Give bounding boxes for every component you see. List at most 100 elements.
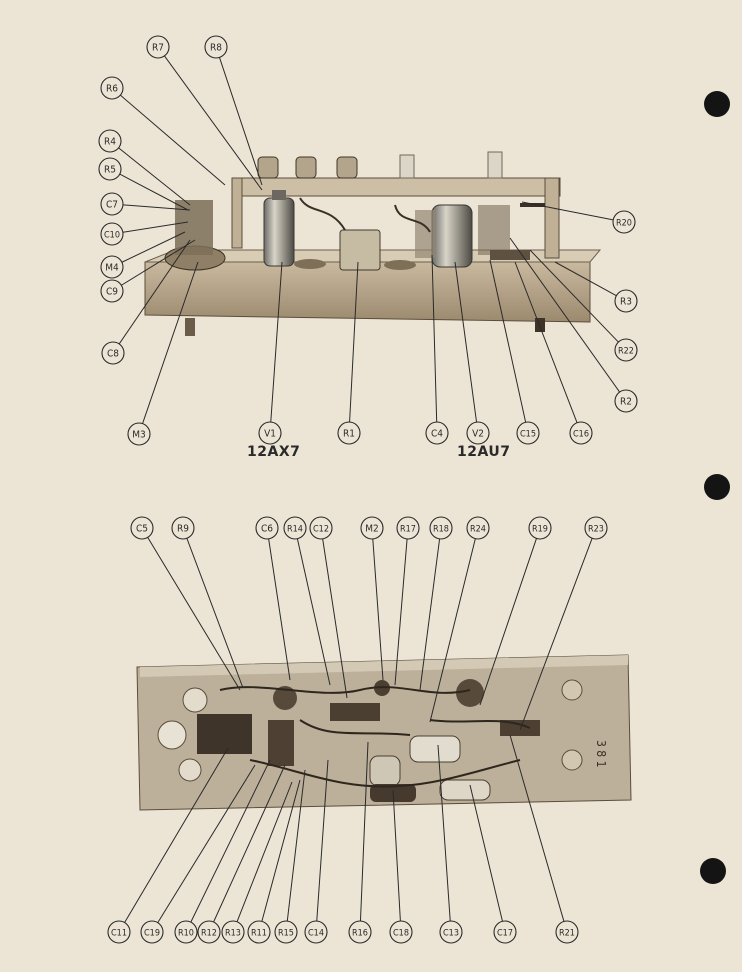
top-leader-r20 bbox=[521, 201, 614, 221]
bottom-callout-label-r18: R18 bbox=[433, 525, 449, 535]
bottom-callout-circle-r13 bbox=[221, 920, 245, 944]
top-callout-label-v2: V2 bbox=[472, 429, 484, 440]
top-callout-circle-v2 bbox=[466, 421, 490, 445]
top-leader-c15 bbox=[489, 259, 527, 423]
top-leader-r8 bbox=[219, 57, 263, 186]
top-leader-r1 bbox=[349, 261, 359, 423]
bottom-callout-label-r16: R16 bbox=[352, 929, 368, 939]
top-callout-label-m4: M4 bbox=[105, 263, 119, 274]
bottom-callout-circle-r18 bbox=[429, 516, 453, 540]
bottom-callout-label-c14: C14 bbox=[308, 929, 324, 939]
top-callout-circle-c10 bbox=[100, 222, 124, 246]
top-leader-r4 bbox=[118, 147, 191, 206]
top-callout-label-c9: C9 bbox=[106, 287, 118, 298]
top-callout-circle-v1 bbox=[258, 421, 282, 445]
bottom-leader-r17 bbox=[394, 538, 408, 686]
bottom-callout-label-m2: M2 bbox=[365, 524, 379, 535]
bottom-callout-label-r9: R9 bbox=[177, 524, 189, 535]
bottom-leader-c5 bbox=[147, 537, 241, 691]
punch-hole-top bbox=[704, 91, 730, 117]
top-leader-v1 bbox=[270, 261, 283, 423]
top-callout-circle-r2 bbox=[614, 389, 638, 413]
bottom-callout-label-r10: R10 bbox=[178, 929, 194, 939]
bottom-leader-r14 bbox=[296, 538, 331, 686]
top-leader-r3 bbox=[554, 261, 617, 297]
bottom-callout-circle-c13 bbox=[439, 920, 463, 944]
bottom-callout-circle-c17 bbox=[493, 920, 517, 944]
bottom-leader-c12 bbox=[322, 538, 348, 699]
bottom-leader-m2 bbox=[372, 538, 384, 681]
top-callout-label-r8: R8 bbox=[210, 43, 222, 54]
top-callout-circle-c9 bbox=[100, 279, 124, 303]
bottom-callout-label-r12: R12 bbox=[201, 929, 217, 939]
top-callout-circle-r20 bbox=[612, 210, 636, 234]
top-callout-label-r5: R5 bbox=[104, 165, 116, 176]
top-leader-r5 bbox=[119, 173, 189, 211]
bottom-callout-circle-c11 bbox=[107, 920, 131, 944]
bottom-leader-r11 bbox=[261, 779, 301, 922]
bottom-leader-r23 bbox=[519, 538, 593, 731]
bottom-callout-circle-c18 bbox=[389, 920, 413, 944]
top-leader-c10 bbox=[122, 221, 189, 233]
bottom-callout-label-c6: C6 bbox=[261, 524, 273, 535]
top-callout-label-c10: C10 bbox=[104, 231, 120, 241]
bottom-leader-r24 bbox=[429, 538, 476, 723]
bottom-callout-circle-r17 bbox=[396, 516, 420, 540]
bottom-callout-circle-c6 bbox=[255, 516, 279, 540]
punch-hole-bottom bbox=[700, 858, 726, 884]
top-leader-r22 bbox=[529, 249, 619, 343]
top-callout-label-v1: V1 bbox=[264, 429, 276, 440]
top-callout-circle-c7 bbox=[100, 192, 124, 216]
top-leader-m3 bbox=[142, 261, 199, 424]
bottom-leader-r12 bbox=[213, 764, 286, 923]
top-leader-r7 bbox=[164, 55, 263, 191]
top-callout-circle-m3 bbox=[127, 422, 151, 446]
top-callout-circle-r22 bbox=[614, 338, 638, 362]
bottom-leader-r16 bbox=[359, 741, 369, 922]
top-callout-label-r1: R1 bbox=[343, 429, 355, 440]
bottom-leader-r18 bbox=[419, 538, 441, 691]
top-leader-c16 bbox=[514, 261, 578, 423]
bottom-callout-label-r24: R24 bbox=[470, 525, 486, 535]
top-callout-circle-r6 bbox=[100, 76, 124, 100]
top-callout-circle-c8 bbox=[101, 341, 125, 365]
top-callout-circle-r7 bbox=[146, 35, 170, 59]
top-leader-c9 bbox=[121, 239, 196, 286]
bottom-leader-r21 bbox=[509, 734, 565, 922]
punch-hole-middle bbox=[704, 474, 730, 500]
bottom-callout-circle-c14 bbox=[304, 920, 328, 944]
bottom-callout-circle-r24 bbox=[466, 516, 490, 540]
bottom-leader-r9 bbox=[186, 538, 244, 689]
top-callout-circle-c4 bbox=[425, 421, 449, 445]
bottom-callout-label-c12: C12 bbox=[313, 525, 329, 535]
top-leader-v2 bbox=[454, 261, 478, 423]
bottom-callout-circle-r15 bbox=[274, 920, 298, 944]
top-callout-circle-c16 bbox=[569, 421, 593, 445]
top-callout-label-r2: R2 bbox=[620, 397, 632, 408]
bottom-callout-circle-r16 bbox=[348, 920, 372, 944]
bottom-callout-label-c19: C19 bbox=[144, 929, 160, 939]
bottom-callout-circle-r14 bbox=[283, 516, 307, 540]
bottom-leader-r15 bbox=[286, 769, 306, 922]
bottom-callout-circle-r19 bbox=[528, 516, 552, 540]
bottom-callout-circle-r21 bbox=[555, 920, 579, 944]
top-callout-label-r3: R3 bbox=[620, 297, 632, 308]
bottom-leader-c6 bbox=[268, 538, 291, 681]
bottom-callout-label-c13: C13 bbox=[443, 929, 459, 939]
top-callout-circle-r4 bbox=[98, 129, 122, 153]
chassis-marking: 3 8 1 bbox=[594, 740, 608, 767]
bottom-callout-label-r23: R23 bbox=[588, 525, 604, 535]
bottom-leader-c18 bbox=[392, 789, 401, 922]
bottom-callout-label-c11: C11 bbox=[111, 929, 127, 939]
top-callout-label-r20: R20 bbox=[616, 219, 632, 229]
top-callout-circle-r1 bbox=[337, 421, 361, 445]
bottom-callout-label-c5: C5 bbox=[136, 524, 148, 535]
bottom-callout-label-r13: R13 bbox=[225, 929, 241, 939]
top-callout-circle-c15 bbox=[516, 421, 540, 445]
top-callout-label-c4: C4 bbox=[431, 429, 443, 440]
bottom-callout-circle-r11 bbox=[247, 920, 271, 944]
bottom-leader-c19 bbox=[157, 764, 256, 923]
